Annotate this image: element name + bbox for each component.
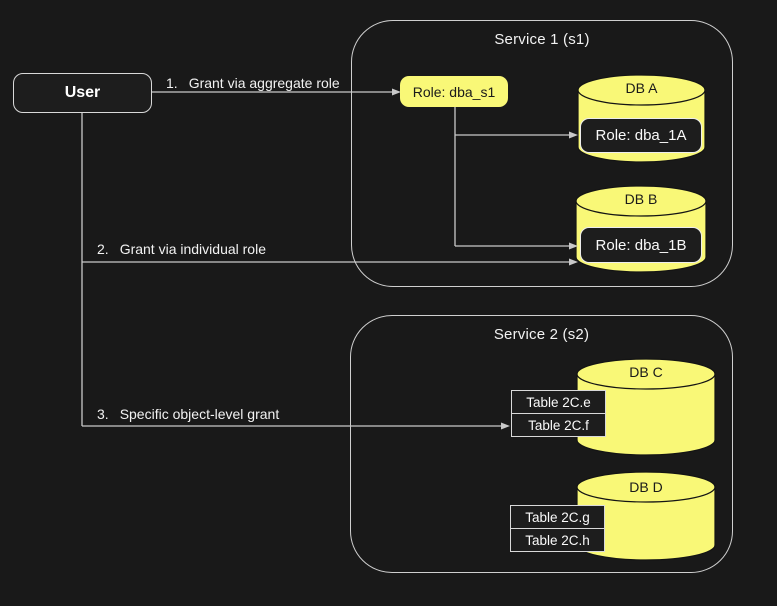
grant-1-label: 1. Grant via aggregate role bbox=[166, 74, 340, 92]
user-node-label: User bbox=[64, 84, 101, 101]
grant-2-label: 2. Grant via individual role bbox=[97, 240, 266, 258]
grant-1-number: 1. bbox=[166, 75, 178, 91]
user-node: User bbox=[13, 73, 152, 113]
grant-2-number: 2. bbox=[97, 241, 109, 257]
grant-3-number: 3. bbox=[97, 406, 109, 422]
service-1-title: Service 1 (s1) bbox=[494, 31, 590, 48]
grant-3-label: 3. Specific object-level grant bbox=[97, 405, 279, 423]
service-2-container: Service 2 (s2) bbox=[350, 315, 733, 573]
service-1-container: Service 1 (s1) bbox=[351, 20, 733, 287]
grant-3-text: Specific object-level grant bbox=[119, 406, 280, 422]
grant-1-text: Grant via aggregate role bbox=[188, 75, 340, 91]
service-2-title: Service 2 (s2) bbox=[493, 326, 590, 343]
grant-2-text: Grant via individual role bbox=[119, 241, 266, 257]
